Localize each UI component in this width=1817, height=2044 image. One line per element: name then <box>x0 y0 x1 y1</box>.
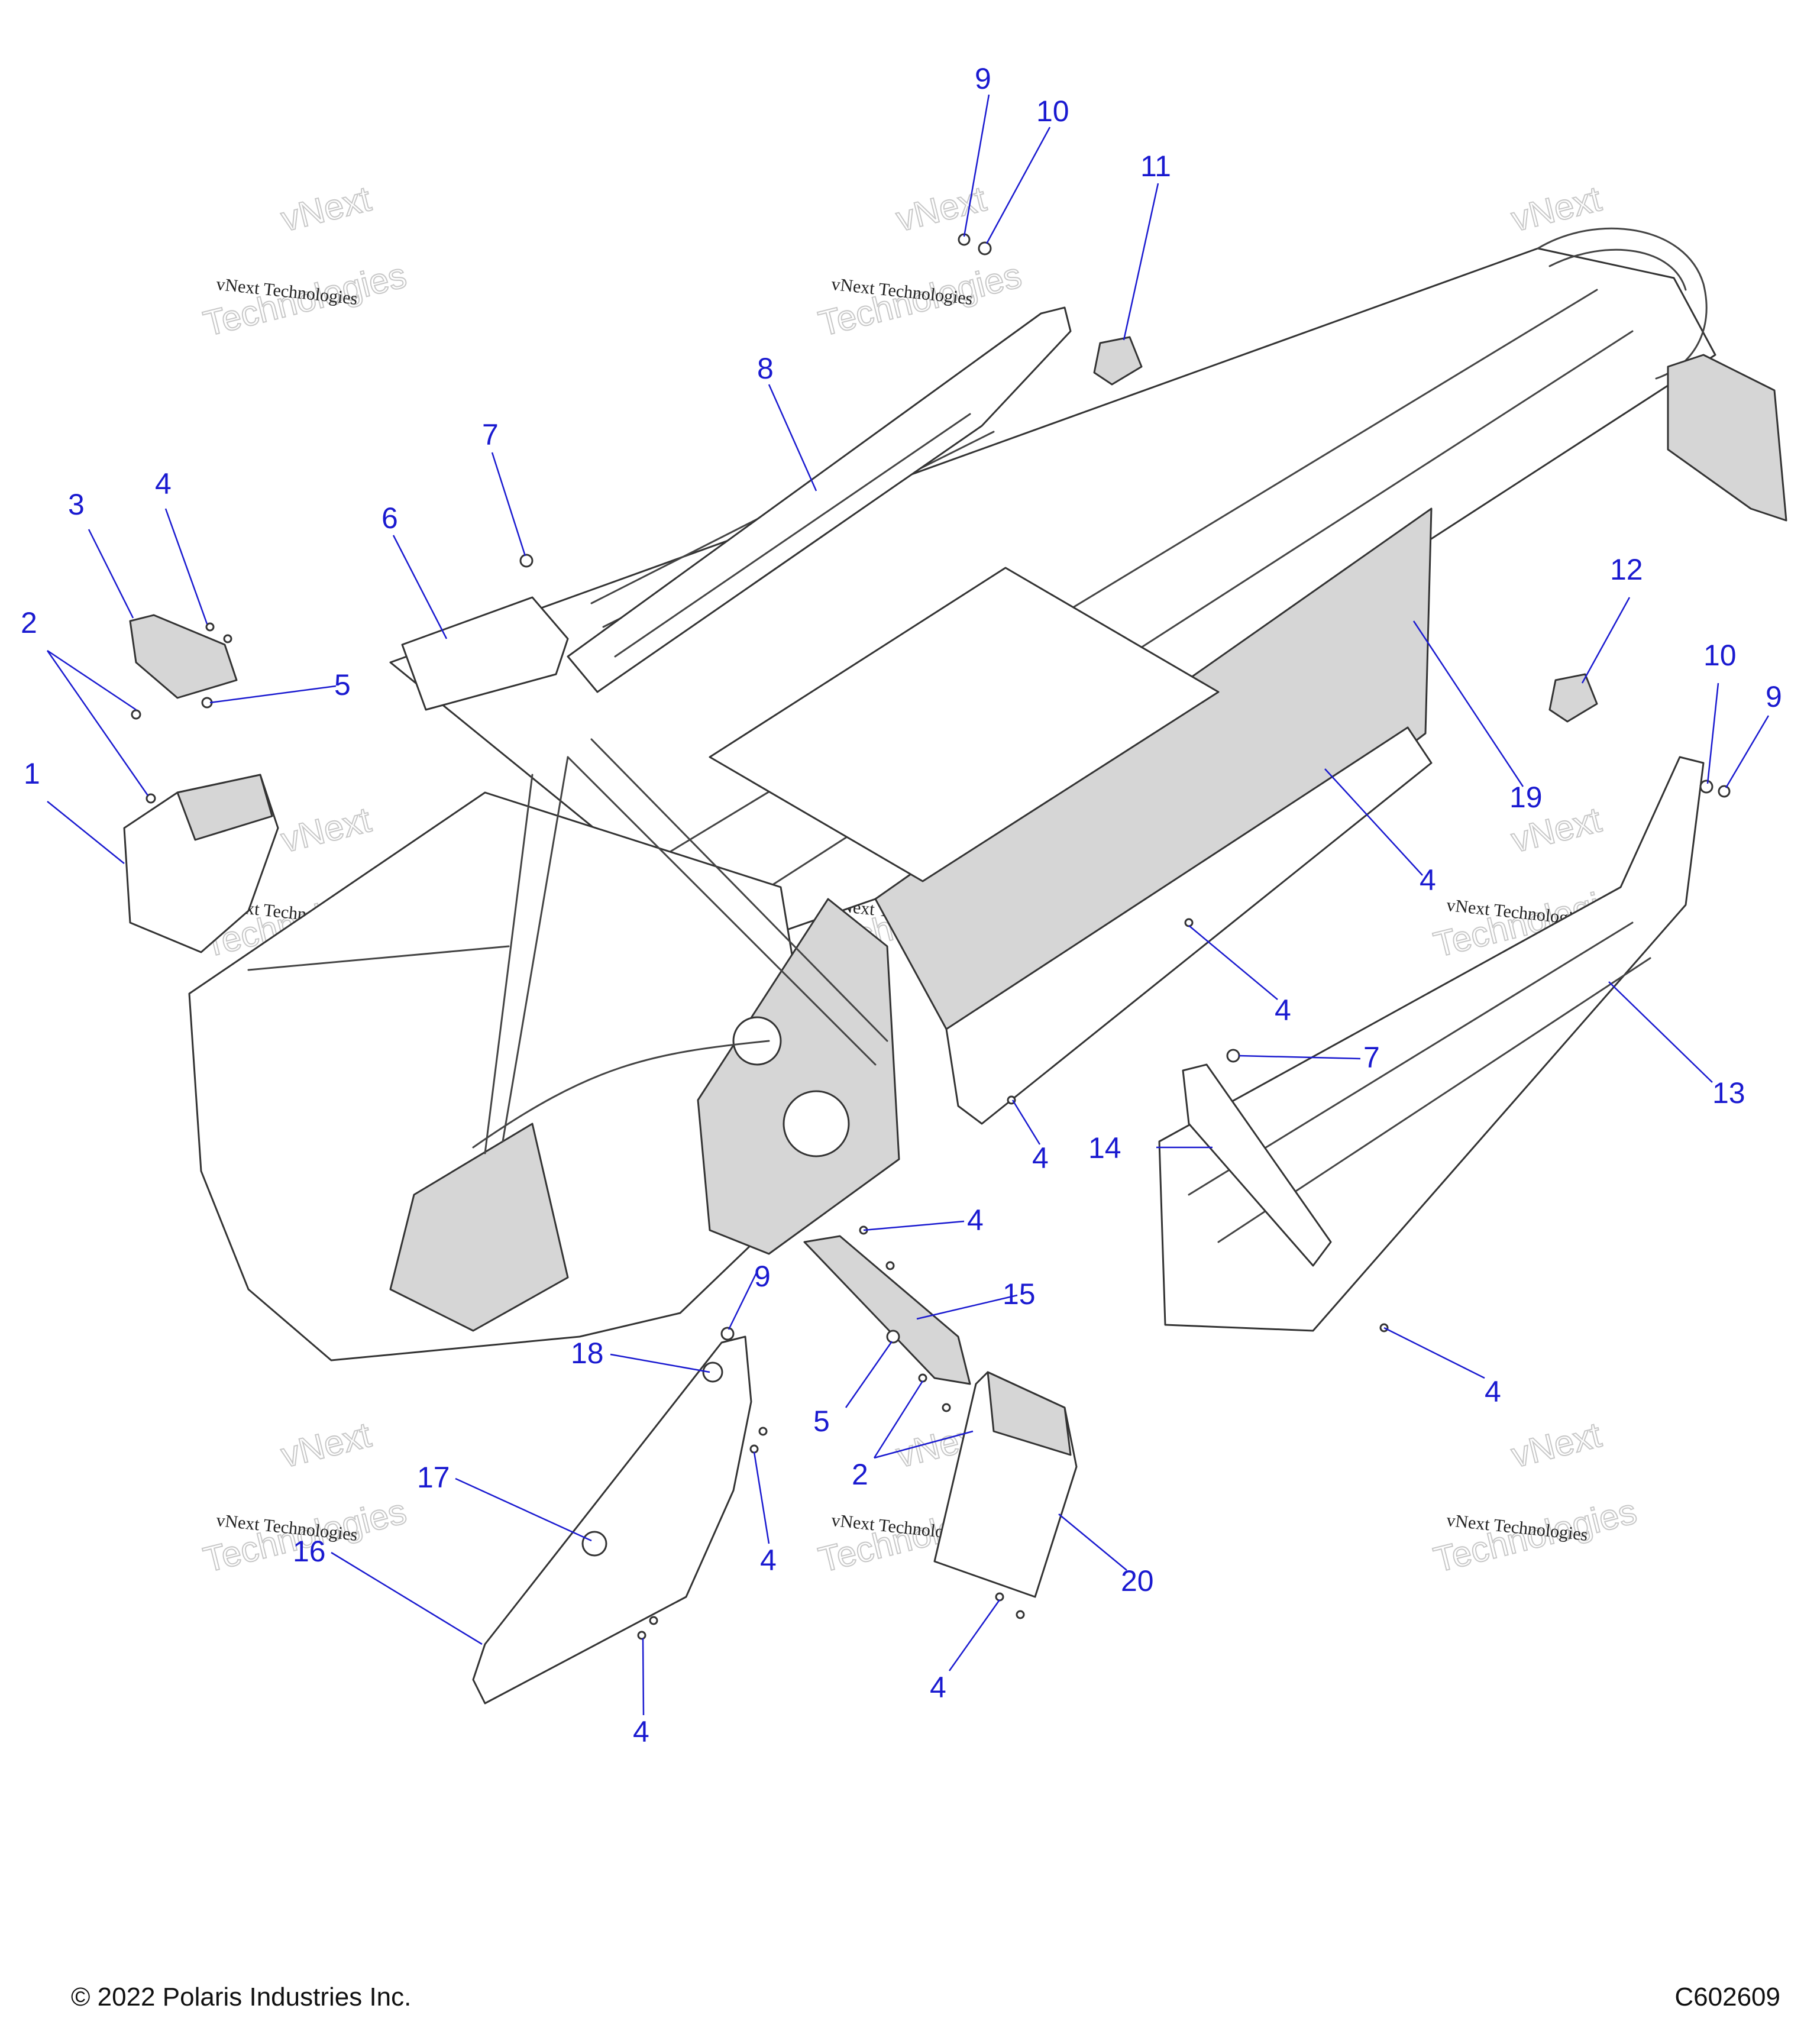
callout-4: 4 <box>967 1204 984 1237</box>
callout-4: 4 <box>1485 1375 1501 1408</box>
callout-4: 4 <box>1275 994 1291 1027</box>
screw-icon <box>995 1592 1004 1602</box>
side-plate <box>697 898 900 1255</box>
bolt-icon <box>146 793 156 804</box>
rear-flap <box>1667 354 1787 522</box>
callout-11: 11 <box>1140 150 1171 183</box>
callout-2: 2 <box>852 1458 868 1491</box>
part-12-pad <box>1548 673 1598 723</box>
steering-post-mount <box>401 596 569 711</box>
screw-icon <box>649 1616 658 1625</box>
callout-4: 4 <box>1420 863 1436 897</box>
callout-6: 6 <box>381 502 398 535</box>
bolt-icon <box>131 709 141 720</box>
callout-3: 3 <box>68 488 85 521</box>
screw-icon <box>942 1403 951 1412</box>
washer-icon <box>1699 780 1713 794</box>
bolt-icon <box>519 554 534 568</box>
callout-4: 4 <box>1032 1141 1049 1175</box>
callout-4: 4 <box>155 467 172 500</box>
watermark-bottom-right: vNext Technologies vNext Technologies <box>1429 1414 1641 1580</box>
washer-icon <box>978 241 992 256</box>
callout-10: 10 <box>1036 95 1069 128</box>
callout-20: 20 <box>1121 1564 1154 1597</box>
svg-text:vNext: vNext <box>277 800 375 860</box>
part-16-side-panel <box>472 1335 752 1705</box>
callout-5: 5 <box>813 1405 830 1438</box>
callout-13: 13 <box>1712 1076 1745 1110</box>
callout-14: 14 <box>1088 1131 1121 1165</box>
copyright-text: © 2022 Polaris Industries Inc. <box>71 1982 412 2011</box>
screw-icon <box>749 1444 759 1454</box>
part-11-pad <box>1093 336 1143 386</box>
part-15-plate <box>803 1235 971 1385</box>
callout-5: 5 <box>334 668 351 701</box>
screw-icon <box>885 1261 895 1270</box>
callout-4: 4 <box>930 1671 946 1704</box>
fasteners <box>131 233 1731 1640</box>
screw-icon <box>205 622 215 632</box>
rear-bumper <box>1537 227 1708 380</box>
callout-17: 17 <box>417 1461 450 1494</box>
callout-8: 8 <box>757 352 774 385</box>
front-frame <box>188 791 829 1361</box>
watermark-top-left: vNext Technologies vNext Technologies <box>199 178 410 344</box>
screw-icon <box>223 634 232 643</box>
svg-text:vNext: vNext <box>277 179 375 239</box>
callout-4: 4 <box>760 1544 777 1577</box>
callout-9: 9 <box>1766 680 1782 713</box>
callouts: 9 10 11 8 7 6 3 4 2 5 1 12 10 9 19 4 4 7… <box>21 62 1782 1748</box>
svg-text:vNext: vNext <box>1508 1415 1605 1475</box>
bolt-icon <box>1226 1049 1240 1063</box>
callout-1: 1 <box>24 757 40 790</box>
callout-7: 7 <box>482 418 499 451</box>
figure-id: C602609 <box>1674 1982 1780 2011</box>
callout-7: 7 <box>1363 1041 1380 1074</box>
part-8-footrest-rail <box>567 306 1072 693</box>
nut-icon <box>1718 785 1731 798</box>
screw-icon <box>1016 1610 1025 1619</box>
leader-lines <box>46 94 1770 1716</box>
callout-9: 9 <box>754 1260 771 1293</box>
screw-icon <box>918 1373 927 1383</box>
watermark-top-center: vNext Technologies vNext Technologies <box>814 178 1026 344</box>
part-17-grommet <box>581 1531 607 1557</box>
callout-9: 9 <box>975 62 991 95</box>
chassis-frame <box>188 227 1787 1361</box>
part-14-bracket <box>1182 1063 1332 1267</box>
screw-icon <box>1184 918 1194 927</box>
washer-icon <box>886 1330 900 1344</box>
screw-icon <box>637 1631 646 1640</box>
callout-16: 16 <box>293 1535 326 1568</box>
callout-19: 19 <box>1509 781 1543 814</box>
callout-12: 12 <box>1610 553 1643 586</box>
part-3-plate <box>129 614 238 699</box>
callout-10: 10 <box>1703 639 1737 672</box>
svg-text:vNext: vNext <box>277 1415 375 1475</box>
screw-icon <box>758 1427 768 1436</box>
front-lower-panel <box>389 1123 569 1332</box>
svg-text:vNext: vNext <box>893 179 990 239</box>
callout-15: 15 <box>1003 1278 1036 1311</box>
callout-4: 4 <box>633 1715 649 1748</box>
callout-18: 18 <box>571 1337 604 1370</box>
part-18-grommet <box>702 1361 723 1383</box>
callout-2: 2 <box>21 606 37 639</box>
nut-icon <box>720 1327 735 1341</box>
center-plate <box>709 567 1220 882</box>
